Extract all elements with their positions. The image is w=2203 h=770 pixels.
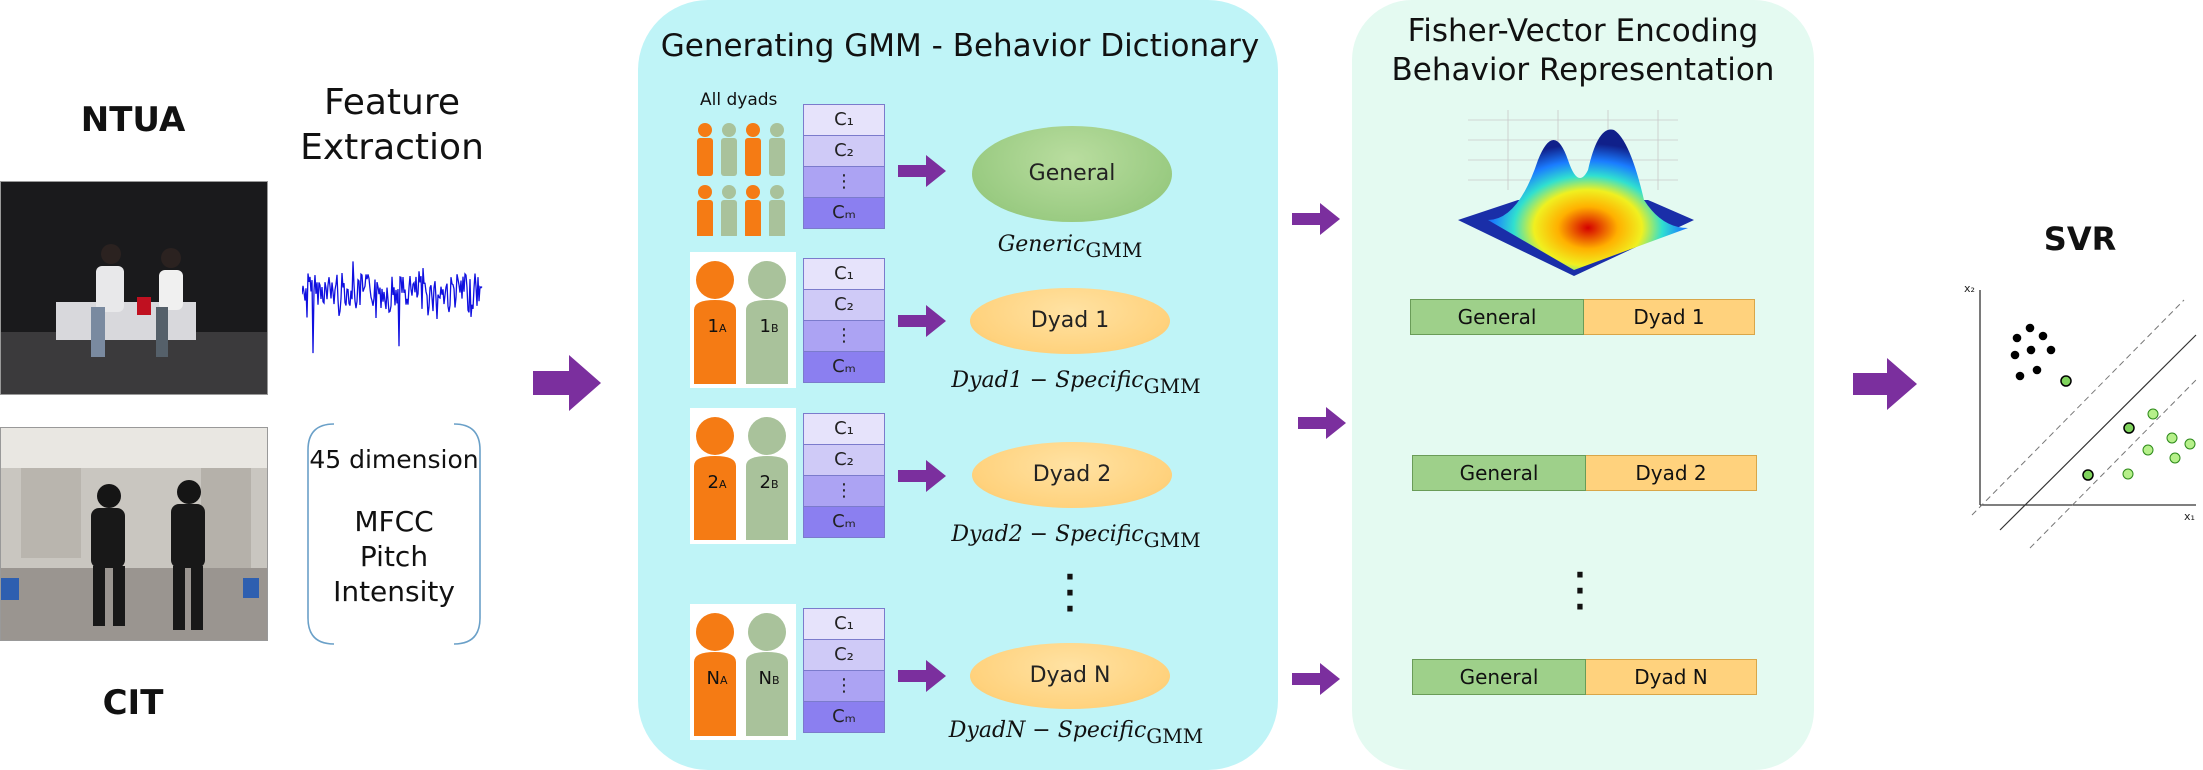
person-b-label: 2B xyxy=(759,472,779,493)
mini-person-body xyxy=(721,200,737,236)
cluster-cm: Cₘ xyxy=(804,507,884,537)
feature-mfcc: MFCC xyxy=(354,505,434,538)
site-label-cit: CIT xyxy=(102,683,164,723)
fv-title-line-2: Behavior Representation xyxy=(1391,52,1775,88)
mini-person-body xyxy=(745,138,761,176)
cluster-dots: ⋮ xyxy=(804,321,884,352)
dyad-n-people: NA NB xyxy=(690,604,796,740)
ntua-photo xyxy=(0,181,268,395)
all-dyads-label: All dyads xyxy=(700,90,778,110)
cluster-stack-dyadn: C₁ C₂ ⋮ Cₘ xyxy=(803,608,885,733)
arrow-all-to-general xyxy=(898,155,946,187)
site-label-ntua: NTUA xyxy=(80,100,186,140)
mini-person-body xyxy=(697,200,713,236)
fv-vector-dyad2: General Dyad 2 xyxy=(1412,455,1757,491)
feature-extraction-title: Feature Extraction xyxy=(292,80,492,170)
cluster-c2: C₂ xyxy=(804,136,884,167)
dyad-2-specific-gmm-label: Dyad2 − SpecificGMM xyxy=(951,522,1201,552)
cluster-dots: ⋮ xyxy=(804,476,884,507)
arrow-to-svr xyxy=(1853,358,1917,410)
arrow-to-fv-1 xyxy=(1292,203,1340,235)
fv-dyad-segment: Dyad 1 xyxy=(1584,299,1755,335)
fv-title-line-1: Fisher-Vector Encoding xyxy=(1407,13,1759,49)
audio-waveform xyxy=(302,261,483,354)
mini-person-body xyxy=(697,138,713,176)
mini-person-body xyxy=(769,200,785,236)
mini-person-head xyxy=(746,123,760,137)
arrow-dyad1-to-gmm xyxy=(898,305,946,337)
arrow-dyadn-to-gmm xyxy=(898,660,946,692)
cluster-c1: C₁ xyxy=(804,259,884,290)
generic-gmm-label: GenericGMM xyxy=(997,232,1143,262)
cluster-dots: ⋮ xyxy=(804,671,884,702)
cluster-c1: C₁ xyxy=(804,414,884,445)
dyad-1-gmm-node: Dyad 1 xyxy=(970,288,1170,354)
mini-person-body xyxy=(721,138,737,176)
fv-vector-dyad1: General Dyad 1 xyxy=(1410,299,1755,335)
fv-general-segment: General xyxy=(1412,455,1586,491)
mini-person-head xyxy=(770,123,784,137)
mini-person-head xyxy=(722,123,736,137)
mini-person-head xyxy=(698,185,712,199)
feature-bracket xyxy=(307,423,481,645)
arrow-to-fv-2 xyxy=(1298,407,1346,439)
fv-vector-dyadn: General Dyad N xyxy=(1412,659,1757,695)
mini-person-body xyxy=(769,138,785,176)
cluster-cm: Cₘ xyxy=(804,352,884,382)
person-b-label: 1B xyxy=(759,316,779,337)
gmm-panel-title: Generating GMM - Behavior Dictionary xyxy=(660,28,1260,64)
dyad-2-gmm-node: Dyad 2 xyxy=(972,442,1172,508)
person-b-label: NB xyxy=(758,668,780,689)
feature-dimension: 45 dimension xyxy=(309,445,479,474)
dyad-1-specific-gmm-label: Dyad1 − SpecificGMM xyxy=(951,368,1201,398)
mini-person-head xyxy=(698,123,712,137)
fv-panel-title: Fisher-Vector Encoding Behavior Represen… xyxy=(1370,12,1796,90)
feature-title-line-1: Feature xyxy=(323,82,461,123)
feature-intensity: Intensity xyxy=(333,575,455,608)
feature-pitch: Pitch xyxy=(359,540,429,573)
dyad-n-specific-gmm-label: DyadN − SpecificGMM xyxy=(948,718,1204,748)
cluster-stack-all: C₁ C₂ ⋮ Cₘ xyxy=(803,104,885,229)
gaussian-mixture-surface xyxy=(1458,110,1694,276)
mini-person-head xyxy=(770,185,784,199)
mini-person-head xyxy=(722,185,736,199)
cluster-cm: Cₘ xyxy=(804,702,884,732)
axis-x1-label: x₁ xyxy=(2184,510,2195,523)
fv-ellipsis: ··· xyxy=(1574,558,1586,625)
axis-x2-label: x₂ xyxy=(1964,282,1975,295)
arrow-dyad2-to-gmm xyxy=(898,460,946,492)
cit-photo xyxy=(0,427,268,641)
dyad-2-people: 2A 2B xyxy=(690,408,796,544)
cluster-c1: C₁ xyxy=(804,609,884,640)
cluster-c1: C₁ xyxy=(804,105,884,136)
svr-title: SVR xyxy=(2043,220,2117,258)
fv-general-segment: General xyxy=(1410,299,1584,335)
arrow-to-gmm xyxy=(533,355,601,411)
cluster-c2: C₂ xyxy=(804,640,884,671)
mini-person-body xyxy=(745,200,761,236)
cluster-dots: ⋮ xyxy=(804,167,884,198)
person-a-label: NA xyxy=(706,668,728,689)
general-gmm-node: General xyxy=(972,126,1172,222)
cluster-cm: Cₘ xyxy=(804,198,884,228)
all-dyads-icon xyxy=(697,123,785,236)
arrow-to-fv-3 xyxy=(1292,663,1340,695)
person-a-label: 2A xyxy=(707,472,727,493)
cluster-stack-dyad1: C₁ C₂ ⋮ Cₘ xyxy=(803,258,885,383)
dyad-1-people: 1A 1B xyxy=(690,252,796,388)
cluster-c2: C₂ xyxy=(804,445,884,476)
feature-title-line-2: Extraction xyxy=(300,127,484,168)
dyad-n-gmm-node: Dyad N xyxy=(970,643,1170,709)
fv-dyad-segment: Dyad N xyxy=(1586,659,1757,695)
svr-hyperplane-plot: x₂ x₁ xyxy=(1964,282,2197,549)
fv-general-segment: General xyxy=(1412,659,1586,695)
cluster-stack-dyad2: C₁ C₂ ⋮ Cₘ xyxy=(803,413,885,538)
person-a-label: 1A xyxy=(707,316,727,337)
cluster-c2: C₂ xyxy=(804,290,884,321)
mini-person-head xyxy=(746,185,760,199)
fisher-vector-panel xyxy=(1352,0,1814,770)
fv-dyad-segment: Dyad 2 xyxy=(1586,455,1757,491)
gmm-ellipsis: ··· xyxy=(1064,560,1076,627)
